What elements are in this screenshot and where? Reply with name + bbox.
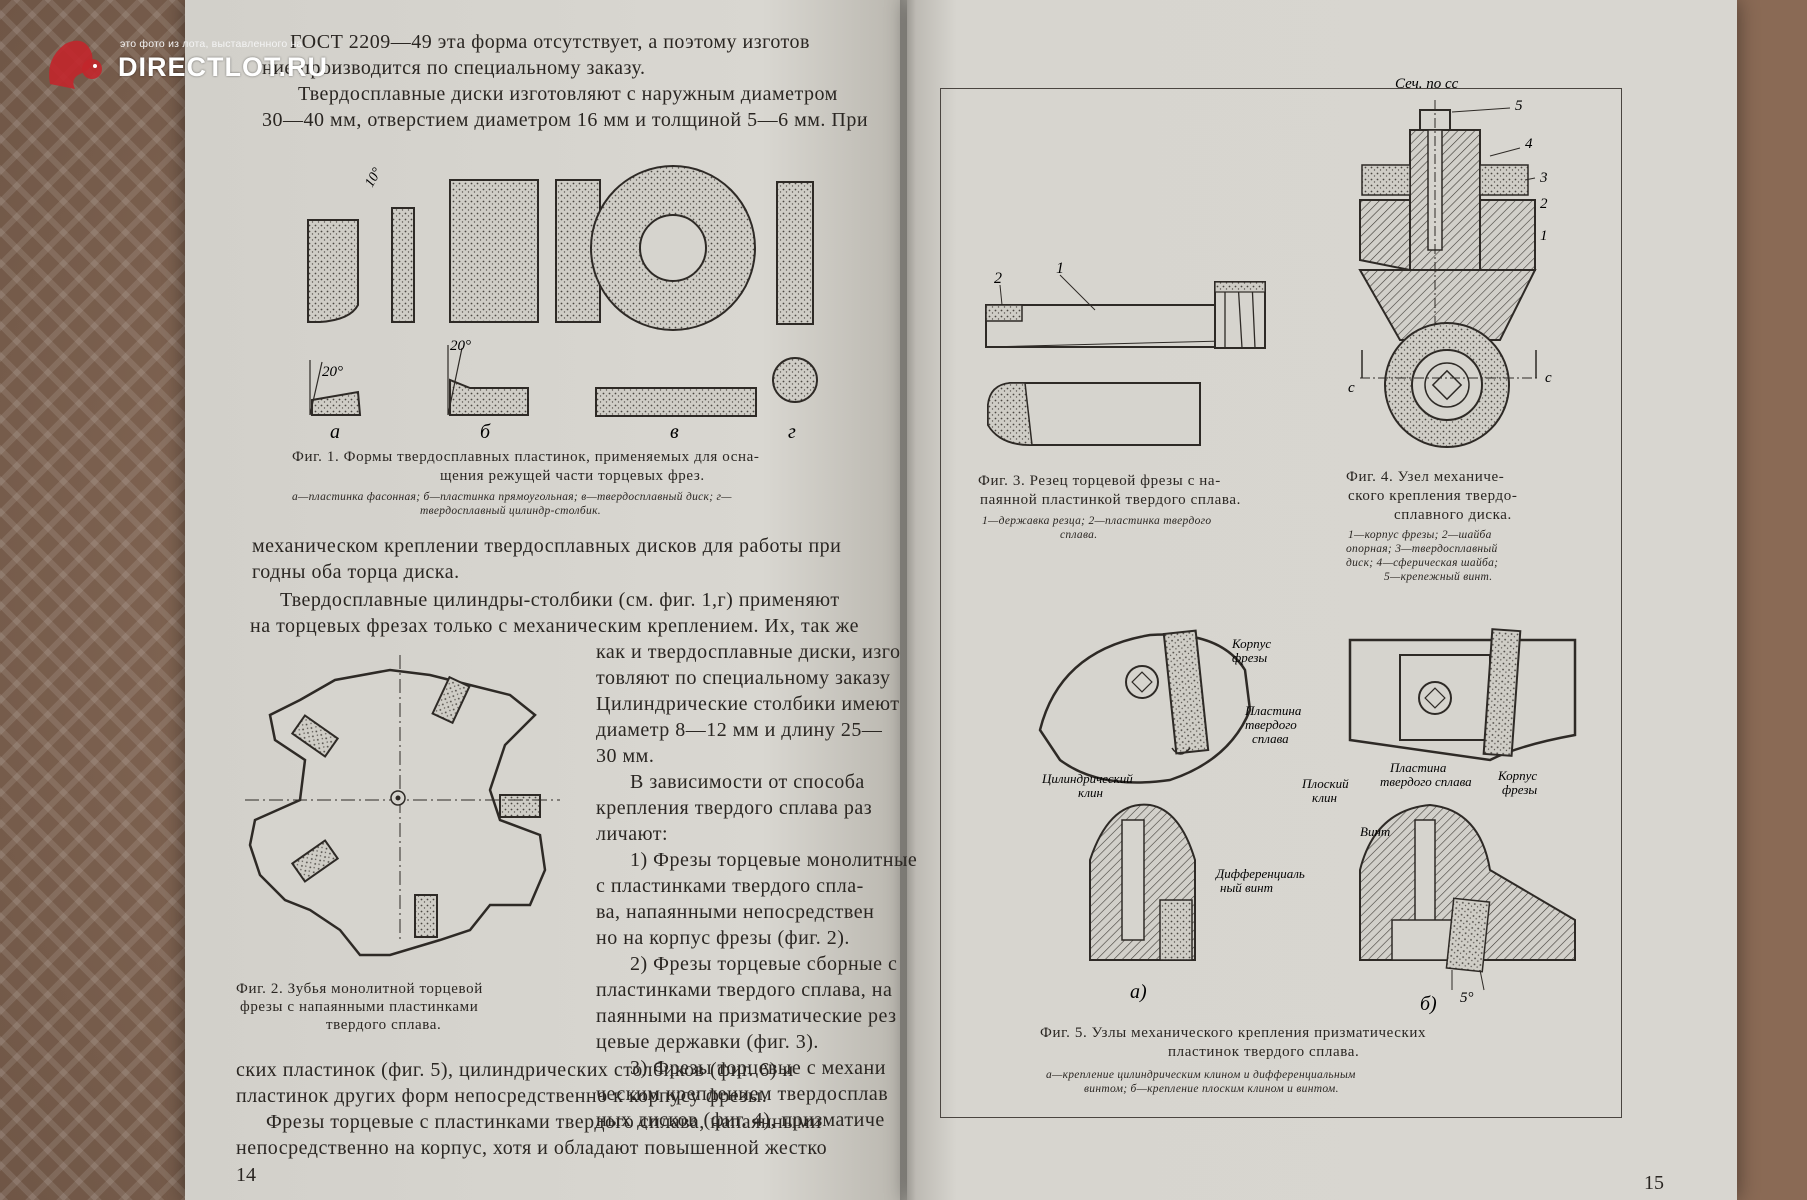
- fig1-letter-v: в: [670, 421, 679, 440]
- book-gutter: [900, 0, 916, 1200]
- fig1-legend-line: а—пластинка фасонная; б—пластинка прямоу…: [292, 491, 732, 503]
- text-line: механическом креплении твердосплавных ди…: [252, 535, 842, 557]
- column-text-line: Цилиндрические столбики имеют: [596, 693, 900, 715]
- fig1-angle-10: 10°: [362, 165, 385, 190]
- fig4-legend-line: 1—корпус фрезы; 2—шайба: [1348, 529, 1492, 541]
- figure-3-drawing: 2 1: [985, 260, 1266, 446]
- fig2-caption-line: фрезы с напаянными пластинками: [240, 999, 479, 1015]
- figure-frame: [940, 88, 1622, 1118]
- fig5-legend-line: а—крепление цилиндрическим клином и дифф…: [1046, 1069, 1356, 1081]
- column-text-line: ных дисков (фиг. 4), призматиче: [596, 1109, 885, 1131]
- column-text-line: личают:: [596, 823, 669, 845]
- fig3-label-2: 2: [994, 270, 1002, 287]
- column-text-line: 3) Фрезы торцевые с механи: [630, 1057, 886, 1079]
- fig1-angle-a: 20°: [322, 364, 343, 380]
- fig5-sub-b: б): [1420, 993, 1437, 1015]
- column-text-line: с пластинками твердого спла-: [596, 875, 864, 897]
- book-edge: [1737, 0, 1807, 1200]
- fig1-angle-b: 20°: [450, 338, 471, 354]
- fig4-num-4: 4: [1525, 136, 1533, 152]
- fig5-screw: Винт: [1360, 824, 1390, 839]
- fig1-caption-line: Фиг. 1. Формы твердосплавных пластинок, …: [292, 449, 760, 465]
- column-text-line: паянными на призматические рез: [596, 1005, 897, 1027]
- fig4-cut-left: с: [1348, 380, 1355, 396]
- column-text-line: 2) Фрезы торцевые сборные с: [630, 953, 898, 975]
- watermark: [26, 36, 356, 92]
- fig1-letter-a: а: [330, 421, 340, 440]
- watermark-small-text: это фото из лота, выставленного на: [120, 38, 303, 50]
- right-page: [907, 0, 1737, 1200]
- figure-4-drawing: Сеч. по сс 5 4 3 2 1 с с: [1348, 76, 1552, 448]
- column-text-line: цевые державки (фиг. 3).: [596, 1031, 819, 1053]
- text-line: ских пластинок (фиг. 5), цилиндрических …: [236, 1059, 794, 1081]
- column-text-line: 1) Фрезы торцевые монолитные: [630, 849, 918, 871]
- fig4-section-label: Сеч. по сс: [1395, 76, 1459, 92]
- fig5-sub-a: а): [1130, 981, 1147, 1003]
- fig4-legend-line: диск; 4—сферическая шайба;: [1346, 557, 1499, 569]
- fig1-legend-line: твердосплавный цилиндр-столбик.: [420, 505, 601, 517]
- column-text-line: ва, напаянными непосредствен: [596, 901, 875, 923]
- text-line: ние производится по специальному заказу.: [262, 57, 646, 79]
- column-text-line: диаметр 8—12 мм и длину 25—: [596, 719, 883, 741]
- text-line: пластинок других форм непосредственно к …: [236, 1085, 768, 1107]
- column-text-line: ческим креплением твердосплав: [596, 1083, 889, 1105]
- fig3-legend-line: 1—державка резца; 2—пластинка твердого: [982, 515, 1212, 527]
- fig5-caption-line: пластинок твердого сплава.: [1168, 1044, 1360, 1060]
- text-line: непосредственно на корпус, хотя и облада…: [236, 1137, 828, 1159]
- watermark-brand: DIRECTLOT.RU: [118, 52, 328, 82]
- text-line: на торцевых фрезах только с механическим…: [250, 615, 859, 637]
- fig4-cut-right: с: [1545, 370, 1552, 386]
- fig4-legend-line: опорная; 3—твердосплавный: [1346, 543, 1498, 555]
- fig1-caption-line: щения режущей части торцевых фрез.: [440, 468, 705, 484]
- text-line: Твердосплавные диски изготовляют с наруж…: [298, 83, 838, 105]
- page-number-right: 15: [1644, 1172, 1664, 1194]
- fig4-caption-line: Фиг. 4. Узел механиче-: [1346, 469, 1505, 485]
- column-text-line: крепления твердого сплава раз: [596, 797, 873, 819]
- column-text-line: В зависимости от способа: [630, 771, 865, 793]
- figure-1-drawing: 20° 10° 20° а б в г: [307, 165, 818, 440]
- fig4-legend-line: 5—крепежный винт.: [1384, 571, 1493, 583]
- text-line: ГОСТ 2209—49 эта форма отсутствует, а по…: [290, 31, 810, 53]
- column-text-line: пластинками твердого сплава, на: [596, 979, 893, 1001]
- fig5-angle: 5°: [1460, 990, 1474, 1006]
- fig4-num-2: 2: [1540, 196, 1548, 212]
- fig3-caption-line: паянной пластинкой твердого сплава.: [980, 492, 1241, 508]
- fig5-caption-line: Фиг. 5. Узлы механического крепления при…: [1040, 1025, 1427, 1041]
- squirrel-logo-icon: [49, 40, 102, 89]
- fig4-num-1: 1: [1540, 228, 1548, 244]
- fig3-caption-line: Фиг. 3. Резец торцевой фрезы с на-: [978, 473, 1221, 489]
- page-number-left: 14: [236, 1164, 256, 1186]
- fig1-letter-b: б: [480, 421, 491, 440]
- text-line: Фрезы торцевые с пластинками твердого сп…: [266, 1111, 822, 1133]
- figure-2-drawing: [245, 655, 560, 957]
- fig3-legend-line: сплава.: [1060, 529, 1098, 541]
- column-text-line: как и твердосплавные диски, изго: [596, 641, 901, 663]
- fig2-caption-line: Фиг. 2. Зубья монолитной торцевой: [236, 981, 483, 997]
- column-text-line: товляют по специальному заказу: [596, 667, 891, 689]
- text-line: годны оба торца диска.: [252, 561, 460, 583]
- fig2-caption-line: твердого сплава.: [326, 1017, 442, 1033]
- text-line: 30—40 мм, отверстием диаметром 16 мм и т…: [262, 109, 869, 131]
- column-text-line: 30 мм.: [596, 745, 655, 767]
- fig3-label-1: 1: [1056, 260, 1064, 277]
- fig4-num-3: 3: [1539, 170, 1548, 186]
- text-line: Твердосплавные цилиндры-столбики (см. фи…: [280, 589, 840, 611]
- fig4-caption-line: сплавного диска.: [1394, 507, 1512, 523]
- fig4-num-5: 5: [1515, 98, 1523, 114]
- column-text-line: но на корпус фрезы (фиг. 2).: [596, 927, 850, 949]
- fig4-caption-line: ского крепления твердо-: [1348, 488, 1518, 504]
- fig5-legend-line: винтом; б—крепление плоским клином и вин…: [1084, 1083, 1339, 1095]
- fig1-letter-g: г: [788, 421, 796, 440]
